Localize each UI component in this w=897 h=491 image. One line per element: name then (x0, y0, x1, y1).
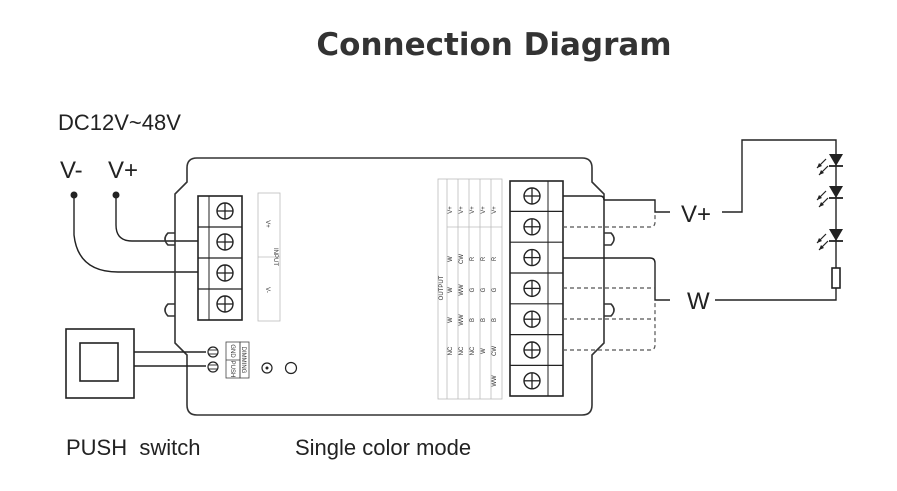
output-label-table: OUTPUT V+WWWNCV+CWWWWWNCV+RGBNCV+RGBWV+R… (437, 178, 503, 400)
input-terminal-block (197, 195, 243, 321)
dimming-gnd-text: GND (229, 344, 235, 358)
output-cell: W (448, 256, 454, 262)
dimming-panel-label: DIMMING (240, 347, 246, 374)
output-cell: CW (459, 254, 465, 264)
input-screw-3 (216, 264, 234, 282)
output-cell: V+ (470, 206, 476, 214)
led-indicator (261, 362, 273, 374)
dimming-connector (207, 346, 219, 373)
input-screw-2 (216, 233, 234, 251)
mount-notch-left-top (164, 232, 175, 246)
push-switch-caption: PUSH switch (66, 435, 200, 460)
push-switch (65, 328, 135, 399)
output-cell: WW (492, 375, 498, 387)
output-cell: NC (448, 346, 454, 355)
output-cell: B (470, 318, 476, 322)
mount-notch-left-bottom (164, 303, 175, 317)
v-plus-wire (115, 195, 198, 242)
led-negative-wire (715, 286, 837, 301)
output-cell: G (481, 287, 487, 292)
load-w-label: W (687, 288, 710, 315)
output-cell: W (448, 287, 454, 293)
input-screw-1 (216, 202, 234, 220)
output-cell: R (470, 256, 476, 261)
output-cell: V+ (481, 206, 487, 214)
output-cell: V+ (492, 206, 498, 214)
dimming-push-text: PUSH (229, 361, 235, 378)
led-positive-wire (722, 139, 837, 213)
output-cell: G (492, 287, 498, 292)
output-cell: B (492, 318, 498, 322)
voltage-label: DC12V~48V (58, 110, 181, 135)
v-minus-wire (73, 195, 198, 273)
input-screw-4 (216, 295, 234, 313)
output-cell: W (448, 317, 454, 323)
output-cell: WW (459, 284, 465, 296)
output-screw-5 (510, 303, 563, 328)
output-panel-label: OUTPUT (439, 275, 445, 300)
dimming-label-panel: GND PUSH DIMMING (225, 341, 250, 379)
mount-notch-right-bottom (604, 303, 615, 317)
output-cell: CW (492, 346, 498, 356)
output-cell: V+ (448, 206, 454, 214)
output-screw-6 (510, 334, 563, 359)
output-cell: V+ (459, 206, 465, 214)
output-cell: R (492, 256, 498, 261)
output-cell: W (481, 348, 487, 354)
input-v-plus-text: V+ (264, 220, 270, 228)
led-2 (816, 186, 843, 208)
output-screw-7 (510, 364, 563, 390)
mount-notch-right-top (604, 232, 615, 246)
led-3 (816, 229, 843, 251)
input-panel-label: INPUT (272, 248, 278, 266)
output-cell: B (481, 318, 487, 322)
v-minus-label: V- (60, 157, 83, 184)
diagram-title: Connection Diagram (316, 27, 671, 63)
v-plus-label: V+ (108, 157, 138, 184)
output-screw-3 (510, 241, 563, 267)
output-cell: NC (470, 346, 476, 355)
output-cell: R (481, 256, 487, 261)
output-cell: G (470, 287, 476, 292)
output-cell: WW (459, 314, 465, 326)
led-1 (816, 154, 843, 176)
output-screw-4 (510, 272, 563, 298)
mode-caption: Single color mode (295, 435, 471, 460)
resistor (831, 267, 841, 289)
function-button (284, 361, 298, 375)
controller-body (174, 157, 605, 416)
output-cell: NC (459, 346, 465, 355)
output-screw-1 (523, 187, 541, 205)
input-label-panel: V+ INPUT V- (257, 192, 281, 322)
output-screw-2 (510, 210, 563, 236)
input-v-minus-text: V- (264, 287, 270, 293)
output-wires (563, 195, 670, 351)
load-v-plus-label: V+ (681, 201, 711, 228)
output-terminal-block (509, 180, 564, 397)
